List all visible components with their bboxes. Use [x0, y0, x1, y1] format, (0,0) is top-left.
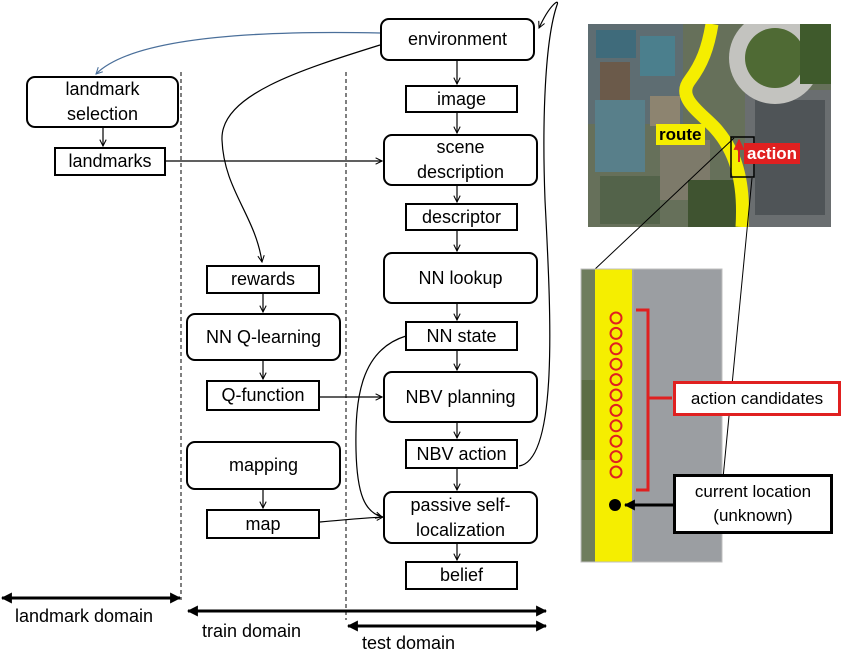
arrow-map-localization [319, 517, 383, 523]
landmarks-box: landmarks [54, 147, 166, 176]
action-candidate-circle [609, 450, 623, 464]
belief-box: belief [405, 561, 518, 590]
environment-box: environment [380, 18, 535, 61]
nn-state-box: NN state [405, 321, 518, 351]
arc-environment-landmark-selection [96, 31, 381, 74]
current-location-callout: current location (unknown) [673, 474, 833, 534]
action-candidate-circle [609, 326, 623, 340]
nn-qlearning-box: NN Q-learning [186, 313, 341, 361]
map-box: map [206, 509, 320, 539]
action-candidate-circle [609, 403, 623, 417]
mapping-box: mapping [186, 441, 341, 490]
route-label: route [656, 124, 705, 145]
test-domain-label: test domain [362, 633, 456, 653]
action-candidate-circle [609, 311, 623, 325]
current-location-dot [609, 499, 621, 511]
action-candidate-circle [609, 465, 623, 479]
action-candidate-circle [609, 419, 623, 433]
rewards-box: rewards [206, 265, 320, 294]
descriptor-box: descriptor [405, 203, 518, 231]
landmark-selection-box: landmark selection [26, 76, 179, 128]
arc-environment-rewards [221, 44, 381, 262]
candidates-bracket [636, 308, 660, 492]
arc-state-localization [355, 335, 407, 517]
landmark-domain-label: landmark domain [15, 606, 154, 626]
aerial-photo [588, 24, 831, 227]
image-box: image [405, 85, 518, 113]
train-domain-label: train domain [202, 621, 302, 641]
zoom-connector-left [592, 137, 735, 272]
action-candidates-callout: action candidates [673, 381, 841, 416]
zoom-connector-right [717, 177, 753, 531]
nn-lookup-box: NN lookup [383, 252, 538, 304]
nbv-planning-box: NBV planning [383, 371, 538, 423]
passive-self-localization-box: passive self- localization [383, 491, 538, 544]
action-candidate-circle [609, 357, 623, 371]
action-candidate-circle [609, 342, 623, 356]
scene-description-box: scene description [383, 134, 538, 186]
nbv-action-box: NBV action [405, 439, 518, 469]
arc-action-environment [518, 1, 559, 467]
action-candidate-circle [609, 434, 623, 448]
q-function-box: Q-function [206, 380, 320, 411]
action-candidate-circle [609, 373, 623, 387]
action-label: action [744, 143, 801, 164]
action-candidate-circle [609, 388, 623, 402]
